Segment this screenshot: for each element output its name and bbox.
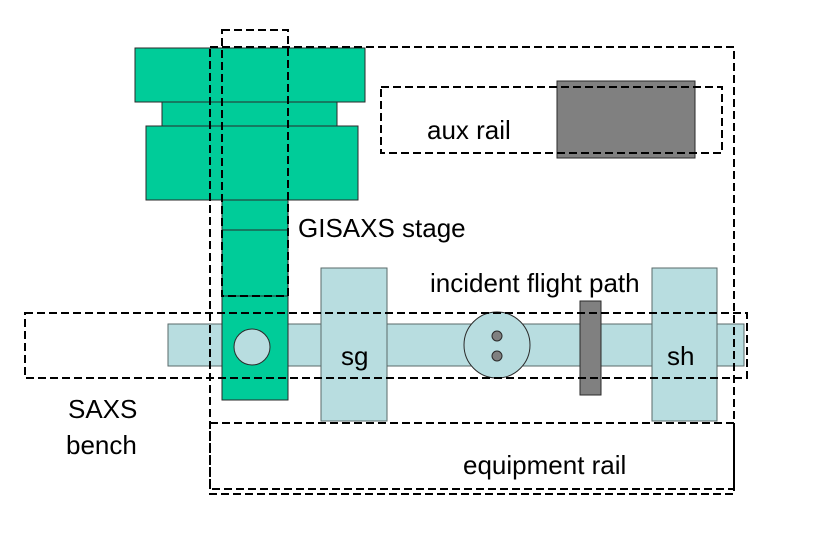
flight-path-port <box>463 311 531 379</box>
equipment-enclosure-outline <box>209 46 735 495</box>
port-hole-upper <box>491 330 503 342</box>
saxs-bench-outline <box>24 312 748 379</box>
sg-label: sg <box>341 341 369 371</box>
stage-column-upper <box>221 199 289 231</box>
aux-rail-outline <box>380 86 723 154</box>
stage-column-outline <box>221 29 289 297</box>
sh-block <box>651 267 718 422</box>
saxs-bench-label-line2: bench <box>66 430 137 460</box>
aux-rail-block <box>556 80 696 159</box>
aux-rail-label: aux rail <box>427 115 511 145</box>
port-hole-lower <box>491 350 503 362</box>
saxs-bench-label-line1: SAXS <box>68 394 138 424</box>
sg-block <box>320 267 388 422</box>
gisaxs-stage-label: GISAXS stage <box>298 213 466 243</box>
incident-flight-path-label: incident flight path <box>430 268 640 298</box>
sample-holder-circle <box>233 328 271 366</box>
sh-label: sh <box>667 341 695 371</box>
equipment-rail-label: equipment rail <box>463 450 627 480</box>
equipment-rail-outline <box>209 422 735 490</box>
stage-top-plate <box>134 47 366 103</box>
stage-neck <box>161 101 338 127</box>
stage-body <box>145 125 359 201</box>
slit-element <box>579 300 602 396</box>
flight-path-port-circle <box>463 311 531 379</box>
